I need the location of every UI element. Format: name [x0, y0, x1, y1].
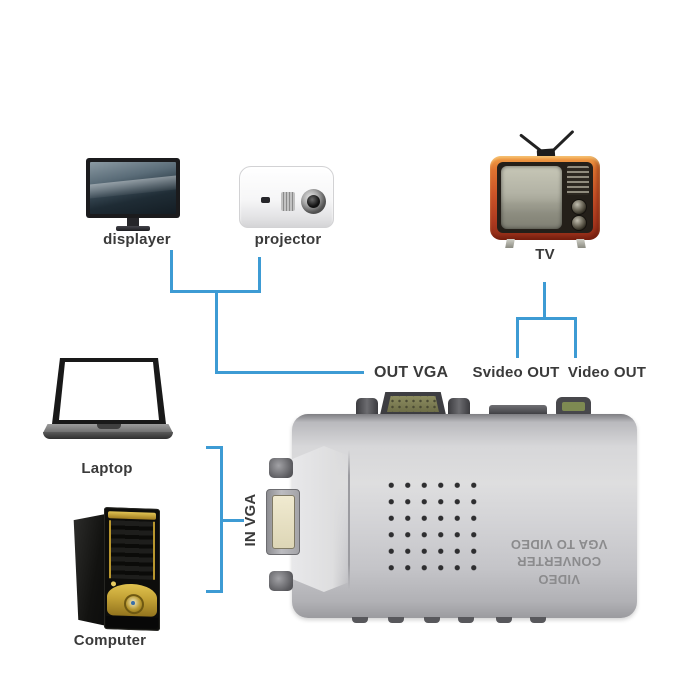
projector-ir-window: [261, 197, 270, 203]
tv-screen: [501, 166, 562, 229]
monitor-stand-neck: [127, 218, 139, 227]
svideo-out-port: [489, 405, 547, 415]
vga-in-screw-bottom: [269, 571, 293, 591]
computer-emblem: [124, 593, 144, 615]
tv-knob-bottom: [571, 215, 587, 231]
laptop-screen: [59, 362, 159, 420]
computer-label: Computer: [73, 632, 147, 649]
vga-out-port-inner: [387, 396, 439, 412]
laptop-base: [43, 432, 173, 439]
converter-foot: [458, 617, 474, 623]
vga-in-port-inner: [272, 495, 295, 549]
monitor-screen: [90, 162, 176, 214]
line-displayer-drop: [170, 250, 173, 292]
svideo-out-label: Svideo OUT: [472, 364, 560, 381]
converter-print-line1: VIDEO CONVERTER: [516, 554, 602, 587]
converter-print-line2: VGA TO VIDEO: [510, 536, 608, 552]
laptop-label: Laptop: [81, 460, 133, 477]
tv-speaker-grille: [567, 166, 589, 195]
vga-out-screw-post-left: [356, 398, 378, 415]
tv-label: TV: [535, 246, 555, 263]
line-center-drop: [215, 290, 218, 374]
line-tv-junction: [516, 317, 577, 320]
in-vga-label: IN VGA: [242, 493, 259, 547]
line-bracket-laptop-arm: [206, 446, 223, 449]
computer-top-trim: [108, 511, 156, 520]
converter-foot: [424, 617, 440, 623]
computer-drive-bays: [109, 520, 155, 580]
projector-grille: [281, 192, 295, 211]
converter-foot: [352, 617, 368, 623]
computer-front-panel: [104, 507, 160, 631]
monitor-stand-base: [116, 226, 150, 231]
line-bracket-computer-arm: [206, 590, 223, 593]
line-tv-drop: [543, 282, 546, 319]
displayer-label: displayer: [103, 231, 171, 248]
converter-foot: [530, 617, 546, 623]
video-out-label: Video OUT: [567, 364, 647, 381]
out-vga-label: OUT VGA: [374, 364, 449, 381]
computer-bottom-trim: [107, 583, 157, 617]
projector-lens-center: [307, 195, 320, 208]
monitor-reflection: [90, 174, 176, 199]
line-to-svideo-out: [516, 317, 519, 358]
line-to-in-vga: [220, 519, 244, 522]
computer-base: [106, 616, 158, 629]
converter-foot: [496, 617, 512, 623]
converter-vent-holes: [379, 473, 479, 573]
video-out-port-inner: [562, 402, 585, 411]
line-to-out-vga: [215, 371, 364, 374]
converter-seam: [348, 450, 350, 590]
tv-knob-top: [571, 199, 587, 215]
converter-foot: [388, 617, 404, 623]
line-to-video-out: [574, 317, 577, 358]
converter-left-section: [292, 446, 350, 592]
vga-out-screw-post-right: [448, 398, 470, 415]
converter-print: VIDEO CONVERTER VGA TO VIDEO: [496, 537, 622, 588]
vga-in-screw-top: [269, 458, 293, 478]
line-projector-drop: [258, 257, 261, 292]
laptop-touchpad-notch: [97, 424, 121, 429]
projector-label: projector: [254, 231, 322, 248]
